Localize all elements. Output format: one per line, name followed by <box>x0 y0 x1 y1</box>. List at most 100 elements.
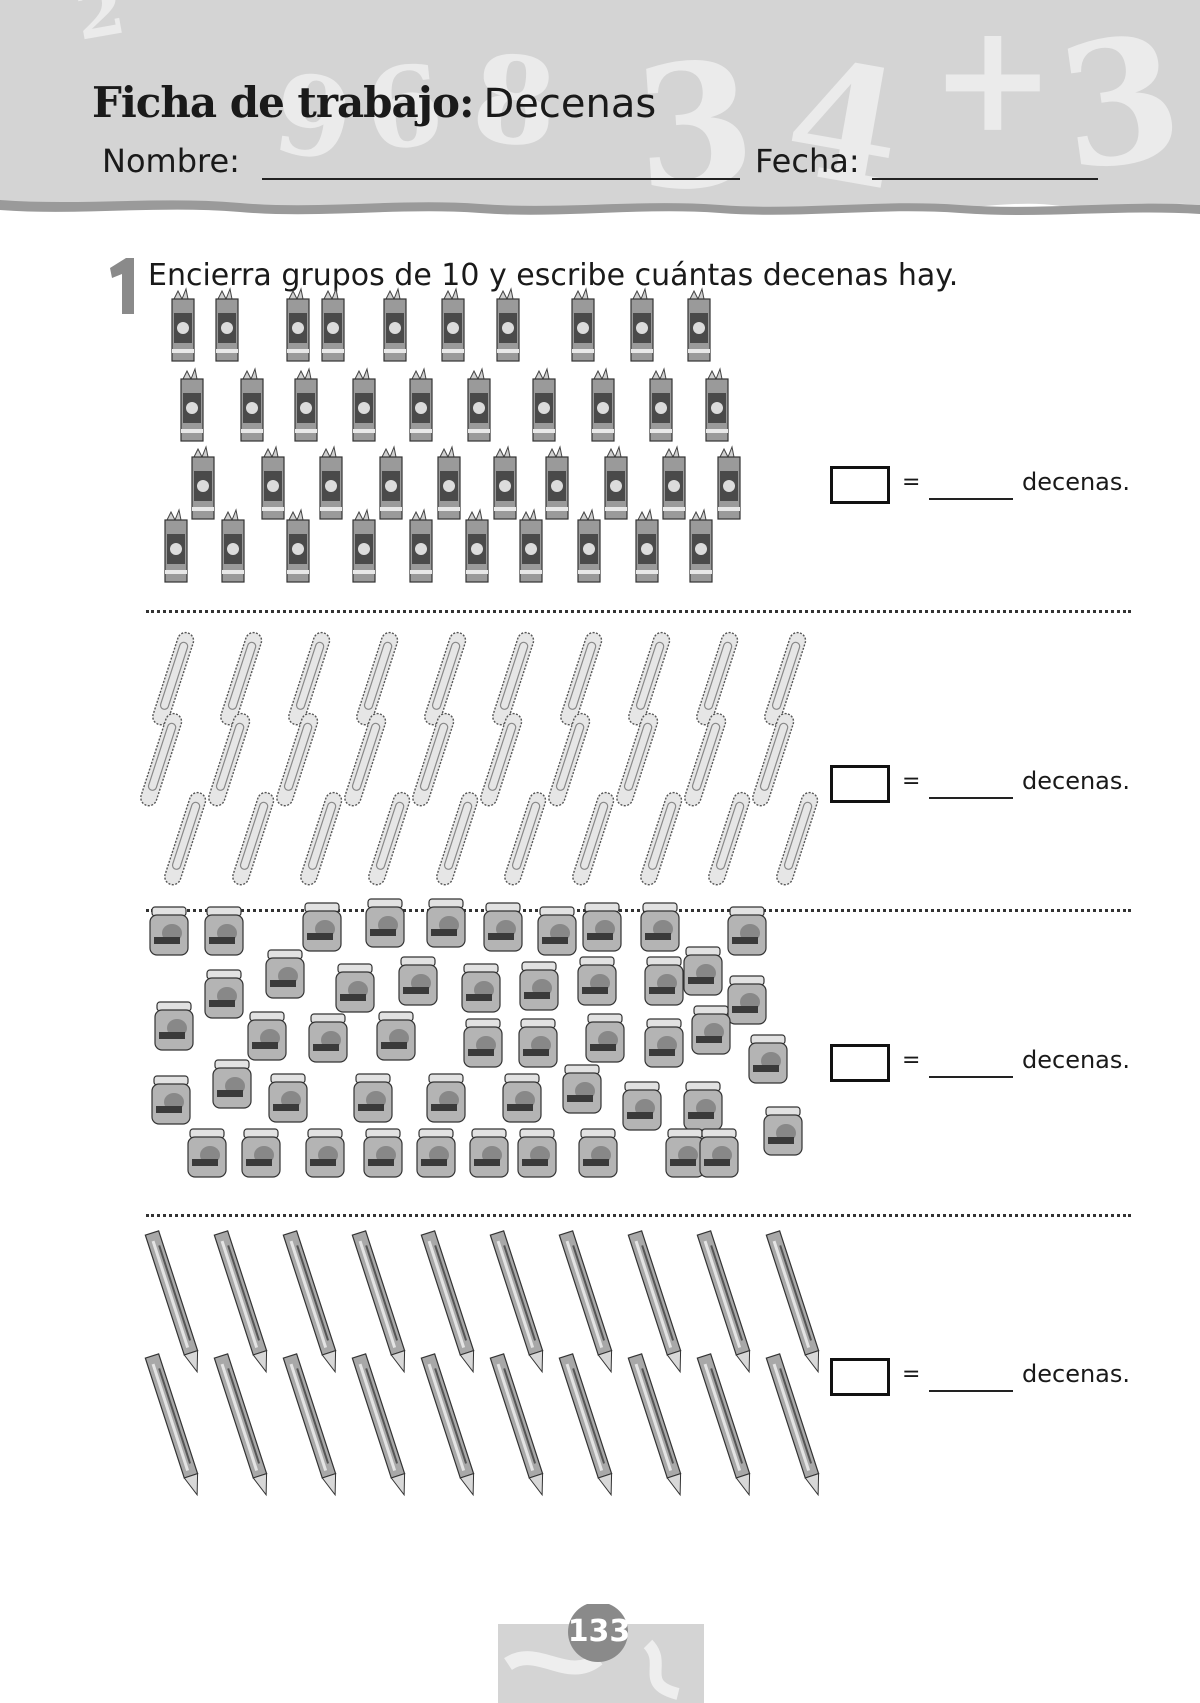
paper-clip-icon <box>616 712 659 807</box>
paint-jar-icon <box>241 1128 281 1178</box>
svg-text:3: 3 <box>1048 0 1193 211</box>
row-1-equals: = <box>902 470 921 495</box>
paper-clip-icon <box>220 631 263 726</box>
crayon-box-icon <box>352 508 376 583</box>
row-4-count-box[interactable] <box>830 1358 890 1396</box>
paper-clip-icon <box>232 791 275 886</box>
paint-jar-icon <box>335 963 375 1013</box>
paper-clip-icon <box>504 791 547 886</box>
exercise-number-icon <box>110 258 134 314</box>
paper-clip-icon <box>480 712 523 807</box>
pencil-icon <box>213 1353 268 1497</box>
pencil-icon <box>351 1353 406 1497</box>
row-4-unit: decenas. <box>1022 1360 1131 1388</box>
crayon-box-icon <box>286 287 310 362</box>
crayon-box-icon <box>577 508 601 583</box>
paper-clip-icon <box>208 712 251 807</box>
paper-clip-icon <box>436 791 479 886</box>
paper-clip-icon <box>152 631 195 726</box>
crayon-box-icon <box>496 287 520 362</box>
row-2-tens-field[interactable] <box>929 797 1013 799</box>
crayon-box-icon <box>191 445 215 520</box>
pencil-icon <box>351 1230 406 1374</box>
row-separator <box>146 610 1131 613</box>
crayon-box-icon <box>545 445 569 520</box>
svg-text:+: + <box>930 0 1056 166</box>
paint-jar-icon <box>154 1001 194 1051</box>
crayon-box-icon <box>294 367 318 442</box>
crayon-box-icon <box>591 367 615 442</box>
paint-jar-icon <box>398 956 438 1006</box>
row-4-answer: = decenas. <box>830 1358 1130 1400</box>
crayon-box-icon <box>171 287 195 362</box>
name-label: Nombre: <box>102 142 240 180</box>
crayon-box-icon <box>635 508 659 583</box>
pencil-icon <box>489 1230 544 1374</box>
crayon-box-icon <box>519 508 543 583</box>
paper-clip-icon <box>368 791 411 886</box>
pencil-icon <box>696 1353 751 1497</box>
crayon-box-icon <box>571 287 595 362</box>
paint-jar-icon <box>519 961 559 1011</box>
paint-jar-icon <box>644 1018 684 1068</box>
paint-jar-icon <box>149 906 189 956</box>
crayon-box-icon <box>689 508 713 583</box>
crayon-box-icon <box>352 367 376 442</box>
paper-clip-icon <box>288 631 331 726</box>
crayon-box-icon <box>662 445 686 520</box>
paper-clip-icon <box>276 712 319 807</box>
row-1-tens-field[interactable] <box>929 498 1013 500</box>
pencil-icon <box>627 1230 682 1374</box>
row-2-count-box[interactable] <box>830 765 890 803</box>
paint-jar-icon <box>204 906 244 956</box>
pencil-icon <box>420 1230 475 1374</box>
paper-clip-icon <box>548 712 591 807</box>
paint-jar-icon <box>518 1018 558 1068</box>
title-prefix: Ficha de trabajo: <box>92 78 474 127</box>
row-4-tens-field[interactable] <box>929 1390 1013 1392</box>
paint-jar-icon <box>577 956 617 1006</box>
paint-jar-icon <box>426 898 466 948</box>
paint-jar-icon <box>363 1128 403 1178</box>
row-1-count-box[interactable] <box>830 466 890 504</box>
paint-jar-icon <box>268 1073 308 1123</box>
row-3-count-box[interactable] <box>830 1044 890 1082</box>
name-field[interactable] <box>262 178 740 180</box>
crayon-box-icon <box>164 508 188 583</box>
crayon-box-icon <box>493 445 517 520</box>
row-2-unit: decenas. <box>1022 767 1131 795</box>
paint-jar-icon <box>578 1128 618 1178</box>
paper-clip-icon <box>776 791 819 886</box>
paper-clip-icon <box>424 631 467 726</box>
pencil-icon <box>282 1230 337 1374</box>
paper-clip-icon <box>492 631 535 726</box>
paint-jar-icon <box>212 1059 252 1109</box>
pencil-icon <box>282 1353 337 1497</box>
paint-jar-icon <box>463 1018 503 1068</box>
row-3-tens-field[interactable] <box>929 1076 1013 1078</box>
paper-clip-icon <box>300 791 343 886</box>
paint-jar-icon <box>308 1013 348 1063</box>
row-separator <box>146 909 1131 912</box>
crayon-box-icon <box>383 287 407 362</box>
paper-clip-icon <box>412 712 455 807</box>
paint-jar-icon <box>426 1073 466 1123</box>
paper-clip-icon <box>344 712 387 807</box>
crayon-box-icon <box>409 508 433 583</box>
crayon-box-icon <box>630 287 654 362</box>
paint-jar-icon <box>376 1011 416 1061</box>
date-field[interactable] <box>872 178 1098 180</box>
row-3-answer: = decenas. <box>830 1044 1130 1086</box>
pencil-icon <box>627 1353 682 1497</box>
crayon-box-icon <box>409 367 433 442</box>
paint-jar-icon <box>727 975 767 1025</box>
paint-jar-icon <box>461 963 501 1013</box>
crayon-box-icon <box>221 508 245 583</box>
paper-clip-icon <box>560 631 603 726</box>
crayon-box-icon <box>379 445 403 520</box>
crayon-box-icon <box>215 287 239 362</box>
pencil-icon <box>765 1230 820 1374</box>
row-1-answer: = decenas. <box>830 466 1130 508</box>
